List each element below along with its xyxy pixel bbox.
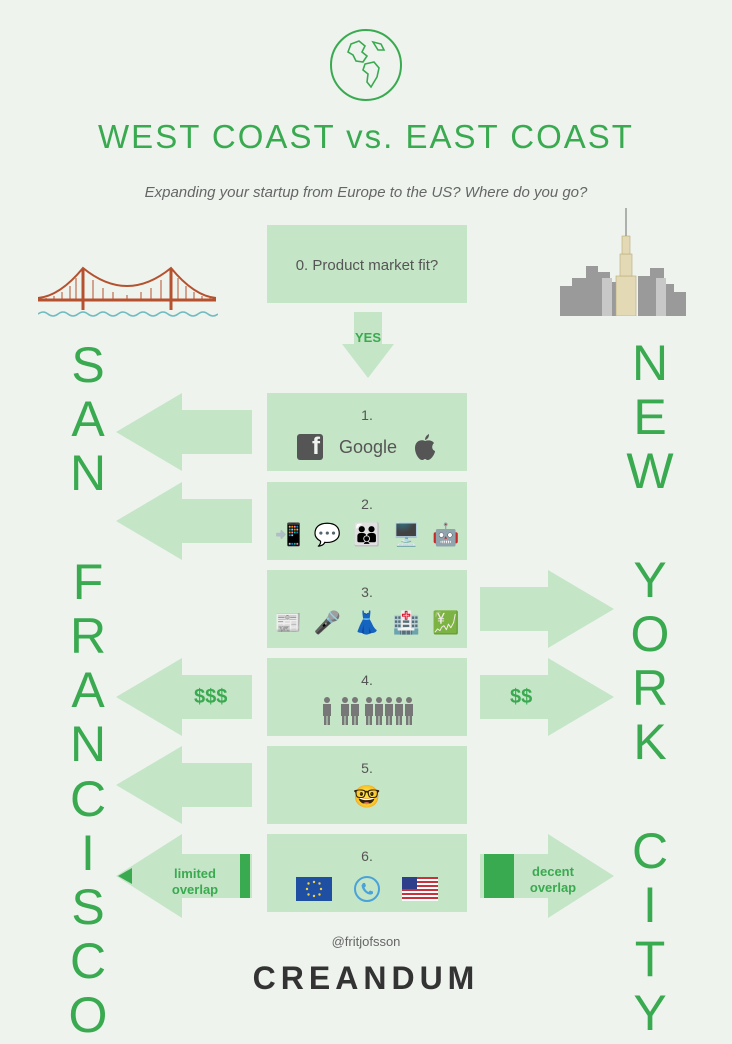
- step-5-label: 5.: [361, 760, 373, 776]
- west-overlap-label: limited overlap: [171, 866, 219, 897]
- speech-bubble-icon: 💬: [313, 522, 342, 547]
- east-money-label: $$: [510, 686, 533, 708]
- step-1-label: 1.: [361, 407, 373, 423]
- golden-gate-bridge-icon: [38, 266, 218, 317]
- nyc-skyline-icon: [560, 208, 686, 316]
- dress-icon: 👗: [353, 610, 381, 635]
- west-money-label: $$$: [194, 686, 228, 708]
- step-2-box: 2. 📲 💬 👪 🖥️ 🤖: [267, 482, 467, 560]
- chart-yen-icon: 💹: [432, 610, 460, 635]
- arrow-east-3: [480, 570, 614, 648]
- east-overlap-label: decent overlap: [529, 864, 577, 895]
- nerd-face-icon: 🤓: [353, 784, 381, 809]
- yes-label: YES: [354, 330, 381, 345]
- family-icon: 👪: [353, 522, 381, 547]
- step-2-label: 2.: [361, 496, 373, 512]
- globe-icon: [330, 29, 402, 101]
- us-flag-icon: [402, 877, 438, 901]
- author-handle: @fritjofsson: [331, 934, 401, 949]
- google-logo: Google: [338, 437, 398, 457]
- step-4-label: 4.: [361, 672, 373, 688]
- subtitle: Expanding your startup from Europe to th…: [144, 184, 588, 201]
- arrow-west-5: [116, 746, 252, 824]
- arrow-east-4: [480, 658, 614, 736]
- step-6-box: 6.: [267, 834, 467, 912]
- apple-icon: [415, 434, 436, 460]
- people-icon: [323, 697, 413, 725]
- step-3-box: 3. 📰 🎤 👗 🏥 💹: [267, 570, 467, 648]
- step-0-label: 0. Product market fit?: [295, 257, 439, 274]
- newspaper-icon: 📰: [274, 610, 302, 635]
- brand-logo: CREANDUM: [252, 960, 480, 996]
- facebook-icon: f: [296, 434, 323, 460]
- step-1-box: 1. f Google: [267, 393, 467, 471]
- step-6-label: 6.: [361, 848, 373, 864]
- step-5-box: 5. 🤓: [267, 746, 467, 824]
- hospital-icon: 🏥: [392, 610, 421, 635]
- eu-flag-icon: [296, 877, 332, 901]
- microphone-icon: 🎤: [313, 610, 342, 635]
- robot-icon: 🤖: [432, 522, 460, 547]
- computer-icon: 🖥️: [392, 522, 421, 547]
- arrow-west-1: [116, 393, 252, 471]
- step-0-box: 0. Product market fit?: [267, 225, 467, 303]
- page-title: WEST COAST vs. EAST COAST: [98, 118, 634, 155]
- arrow-east-6: [480, 834, 614, 918]
- mobile-arrow-icon: 📲: [274, 522, 302, 547]
- step-4-box: 4.: [267, 658, 467, 736]
- arrow-west-2: [116, 482, 252, 560]
- yes-arrow: [342, 312, 394, 378]
- phone-icon: [354, 876, 380, 902]
- arrow-west-6: [116, 834, 252, 918]
- arrow-west-4: [116, 658, 252, 736]
- step-3-label: 3.: [361, 584, 373, 600]
